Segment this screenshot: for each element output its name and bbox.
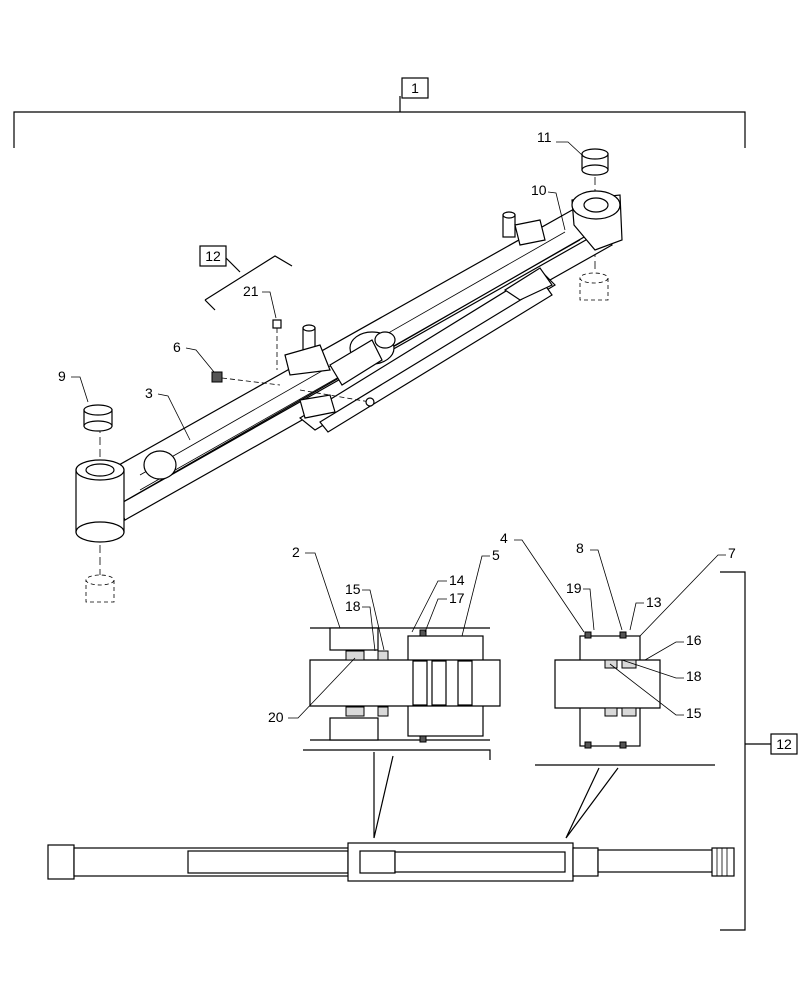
callout-10: 10 <box>531 182 547 198</box>
callout-15-right: 15 <box>686 705 702 721</box>
callout-12-right: 12 <box>776 736 792 752</box>
callout-12-top: 12 <box>205 248 221 264</box>
kit-bracket-right: 12 <box>720 571 798 931</box>
callout-11: 11 <box>537 129 552 145</box>
section-left-callouts: 2 15 18 14 17 5 20 <box>268 544 500 725</box>
assembly-bracket: 1 <box>13 77 746 148</box>
bushing-left-ghost <box>85 574 115 603</box>
cylinder-assembly-3d <box>75 148 623 603</box>
screw-21 <box>272 319 282 370</box>
callout-3: 3 <box>145 385 153 401</box>
fitting-6 <box>211 371 375 407</box>
callout-5: 5 <box>492 547 500 563</box>
callout-15-left: 15 <box>345 581 361 597</box>
callout-16: 16 <box>686 632 702 648</box>
callout-9: 9 <box>58 368 66 384</box>
callout-18-right: 18 <box>686 668 702 684</box>
callout-6: 6 <box>173 339 181 355</box>
detail-guide-lines <box>373 752 619 839</box>
callout-13: 13 <box>646 594 662 610</box>
bushing-9 <box>83 404 113 432</box>
callout-21: 21 <box>243 283 259 299</box>
callout-4: 4 <box>500 530 508 546</box>
callout-20: 20 <box>268 709 284 725</box>
section-right-callouts: 4 8 19 13 7 16 18 15 <box>500 530 736 721</box>
callout-14: 14 <box>449 572 465 588</box>
callout-7: 7 <box>728 545 736 561</box>
bushing-right-ghost <box>579 272 609 301</box>
section-detail-left <box>303 627 501 760</box>
callout-17: 17 <box>449 590 465 606</box>
cylinder-side-view <box>47 842 735 882</box>
callout-8: 8 <box>576 540 584 556</box>
cylinder-eye-right <box>571 190 623 251</box>
kit-callout-top: 12 <box>199 245 293 311</box>
upper-callouts: 10 11 21 6 9 3 <box>58 129 583 441</box>
bushing-11 <box>581 148 609 176</box>
callout-1: 1 <box>411 80 419 96</box>
port-fitting-upper <box>502 211 546 246</box>
callout-19: 19 <box>566 580 582 596</box>
section-detail-right <box>535 631 715 766</box>
callout-2: 2 <box>292 544 300 560</box>
cylinder-eye-left <box>75 459 125 543</box>
port-fitting-lower <box>284 324 336 419</box>
callout-18-left: 18 <box>345 598 361 614</box>
